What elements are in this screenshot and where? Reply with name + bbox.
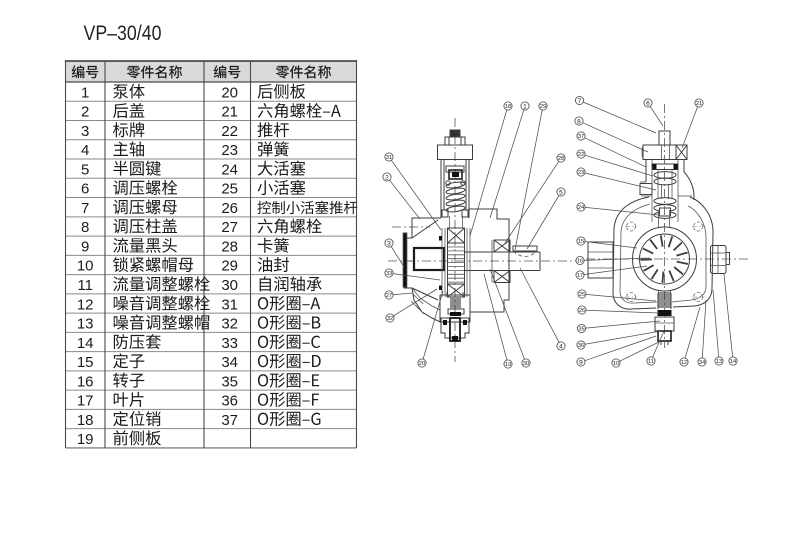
svg-text:3: 3 bbox=[81, 123, 89, 140]
svg-text:15: 15 bbox=[77, 354, 94, 371]
svg-text:28: 28 bbox=[221, 239, 238, 256]
svg-text:7: 7 bbox=[578, 98, 582, 105]
svg-text:4: 4 bbox=[559, 343, 563, 350]
svg-text:VP–30/40: VP–30/40 bbox=[84, 21, 162, 45]
svg-text:23: 23 bbox=[578, 170, 584, 176]
svg-text:34: 34 bbox=[221, 354, 238, 371]
svg-text:32: 32 bbox=[387, 316, 393, 322]
svg-text:25: 25 bbox=[221, 181, 238, 198]
svg-text:26: 26 bbox=[221, 200, 238, 217]
svg-text:10: 10 bbox=[77, 258, 94, 275]
svg-text:12: 12 bbox=[681, 360, 687, 366]
svg-text:37: 37 bbox=[221, 412, 238, 429]
svg-text:3: 3 bbox=[387, 240, 391, 247]
svg-text:30: 30 bbox=[523, 361, 529, 367]
svg-text:19: 19 bbox=[505, 362, 511, 368]
svg-text:18: 18 bbox=[505, 104, 511, 110]
svg-text:27: 27 bbox=[221, 219, 238, 236]
svg-text:32: 32 bbox=[221, 316, 238, 333]
svg-text:9: 9 bbox=[579, 359, 583, 366]
svg-text:24: 24 bbox=[221, 161, 238, 178]
svg-text:30: 30 bbox=[221, 277, 238, 294]
svg-text:36: 36 bbox=[578, 343, 584, 349]
svg-text:29: 29 bbox=[540, 104, 546, 110]
svg-text:25: 25 bbox=[579, 292, 585, 298]
svg-text:31: 31 bbox=[221, 296, 238, 313]
svg-text:5: 5 bbox=[559, 189, 563, 196]
svg-text:24: 24 bbox=[578, 205, 584, 211]
svg-text:14: 14 bbox=[77, 335, 94, 352]
svg-text:23: 23 bbox=[221, 142, 238, 159]
svg-text:11: 11 bbox=[648, 359, 654, 365]
svg-text:8: 8 bbox=[577, 118, 581, 125]
svg-text:29: 29 bbox=[221, 258, 238, 275]
svg-text:8: 8 bbox=[81, 219, 89, 236]
svg-text:33: 33 bbox=[386, 271, 392, 277]
svg-text:22: 22 bbox=[578, 152, 584, 158]
svg-text:6: 6 bbox=[81, 181, 89, 198]
svg-text:36: 36 bbox=[221, 393, 238, 410]
svg-text:26: 26 bbox=[579, 308, 585, 314]
svg-text:12: 12 bbox=[77, 296, 94, 313]
svg-text:15: 15 bbox=[578, 239, 584, 245]
svg-text:6: 6 bbox=[646, 100, 650, 107]
svg-text:28: 28 bbox=[558, 156, 564, 162]
svg-text:33: 33 bbox=[221, 335, 238, 352]
svg-text:37: 37 bbox=[578, 134, 584, 140]
svg-text:31: 31 bbox=[386, 155, 392, 161]
svg-text:27: 27 bbox=[386, 293, 392, 299]
svg-text:20: 20 bbox=[221, 84, 238, 101]
svg-text:16: 16 bbox=[77, 373, 94, 390]
svg-text:2: 2 bbox=[81, 104, 89, 121]
svg-text:14: 14 bbox=[730, 359, 736, 365]
svg-text:19: 19 bbox=[77, 431, 94, 448]
svg-text:22: 22 bbox=[221, 123, 238, 140]
svg-text:4: 4 bbox=[81, 142, 89, 159]
svg-text:35: 35 bbox=[221, 373, 238, 390]
svg-text:1: 1 bbox=[523, 103, 527, 110]
svg-text:13: 13 bbox=[77, 316, 94, 333]
svg-text:20: 20 bbox=[419, 361, 425, 367]
svg-text:35: 35 bbox=[578, 327, 584, 333]
svg-text:11: 11 bbox=[77, 277, 93, 294]
svg-text:5: 5 bbox=[81, 161, 89, 178]
svg-text:9: 9 bbox=[81, 239, 89, 256]
svg-text:18: 18 bbox=[77, 412, 94, 429]
svg-text:10: 10 bbox=[613, 361, 619, 367]
svg-text:21: 21 bbox=[696, 101, 702, 107]
svg-text:13: 13 bbox=[716, 359, 722, 365]
svg-text:2: 2 bbox=[385, 174, 389, 181]
svg-text:7: 7 bbox=[81, 200, 89, 217]
svg-text:1: 1 bbox=[81, 84, 89, 101]
svg-text:21: 21 bbox=[221, 104, 238, 121]
svg-text:16: 16 bbox=[577, 259, 583, 265]
svg-text:34: 34 bbox=[699, 360, 705, 366]
svg-text:17: 17 bbox=[577, 273, 583, 279]
svg-text:17: 17 bbox=[77, 393, 94, 410]
